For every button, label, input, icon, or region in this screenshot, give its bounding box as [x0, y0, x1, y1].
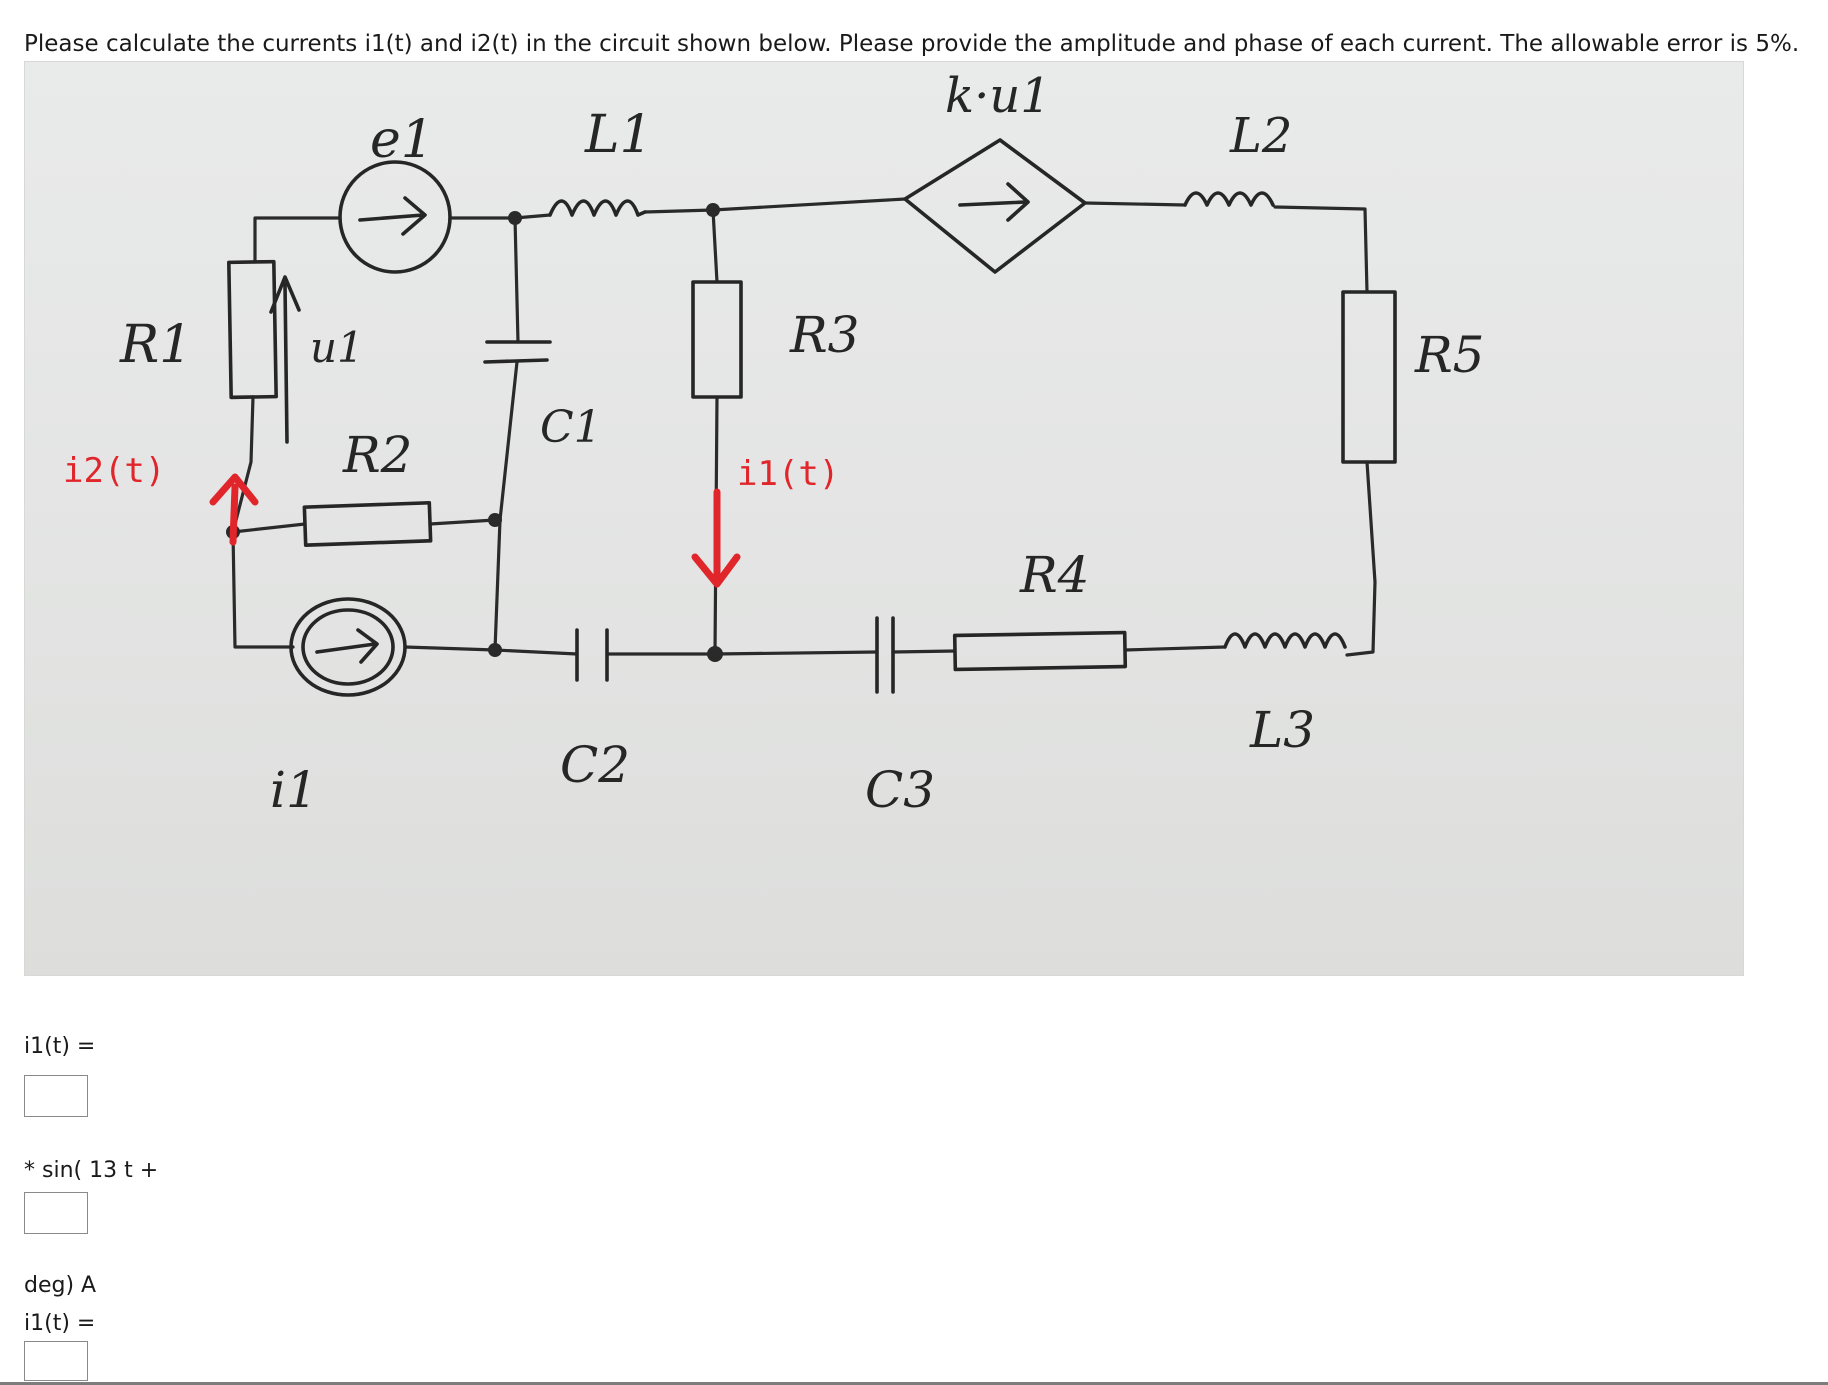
- l2-inductor-symbol: [1183, 191, 1275, 207]
- node-6: [707, 646, 723, 662]
- e1-source-symbol: [338, 160, 452, 274]
- answer-1-suffix-label: deg) A: [24, 1273, 97, 1298]
- answer-1-phase-input[interactable]: [24, 1192, 88, 1234]
- wire-bottom-node-c3: [713, 650, 879, 656]
- label-l2: L2: [1229, 108, 1292, 164]
- page-bottom-border: [0, 1382, 1828, 1385]
- c3-capacitor-symbol: [875, 616, 895, 694]
- label-e1: e1: [370, 110, 434, 170]
- wire-c1-upper: [513, 216, 520, 344]
- label-j1: i1: [270, 761, 318, 819]
- j1-current-source-symbol: [289, 597, 407, 697]
- r4-resistor-symbol: [952, 630, 1128, 672]
- circuit-figure: e1 L1 k·u1 L2 R1 u1 C1 R3 R5 R2 i2(t) i1…: [24, 61, 1744, 976]
- question-text: Please calculate the currents i1(t) and …: [24, 31, 1800, 57]
- i1-current-arrow: [691, 488, 741, 588]
- node-4: [488, 513, 502, 527]
- label-r3: R3: [789, 306, 859, 364]
- label-c1: C1: [540, 402, 602, 453]
- c1-capacitor-symbol: [483, 340, 552, 364]
- wire-r3-upper: [711, 208, 719, 284]
- label-u1: u1: [310, 323, 364, 372]
- label-c2: C2: [560, 736, 630, 794]
- ku1-dependent-source-symbol: [903, 138, 1087, 274]
- wire-right-lower: [1345, 460, 1377, 657]
- circuit-diagram: e1 L1 k·u1 L2 R1 u1 C1 R3 R5 R2 i2(t) i1…: [63, 68, 1484, 819]
- label-i1t: i1(t): [737, 454, 839, 494]
- l1-inductor-symbol: [548, 199, 647, 217]
- wire-bottom-c3-r4: [891, 649, 957, 654]
- wire-bottom-left-j1: [231, 530, 295, 649]
- label-r5: R5: [1414, 326, 1484, 384]
- r2-resistor-symbol: [302, 501, 433, 547]
- r3-resistor-symbol: [691, 280, 743, 399]
- label-i2t: i2(t): [63, 451, 165, 491]
- answer-1-amplitude-input[interactable]: [24, 1075, 88, 1117]
- node-2: [706, 203, 720, 217]
- r1-resistor-symbol: [227, 259, 278, 400]
- wire-top-e1-l1: [448, 213, 552, 220]
- wire-top-l2-right: [1273, 205, 1369, 294]
- wire-r1-lower: [231, 395, 255, 534]
- r5-resistor-symbol: [1341, 290, 1397, 464]
- label-l1: L1: [584, 105, 653, 165]
- label-l3: L3: [1249, 701, 1315, 759]
- wire-bottom-left: [493, 648, 579, 656]
- c2-capacitor-symbol: [575, 628, 609, 682]
- wire-top-left: [253, 216, 342, 264]
- i2-current-arrow: [209, 473, 259, 546]
- label-ku1: k·u1: [945, 68, 1051, 124]
- answer-2-amplitude-input[interactable]: [24, 1341, 88, 1381]
- l3-inductor-symbol: [1223, 632, 1347, 649]
- node-1: [508, 211, 522, 225]
- wire-top-l1-node: [643, 208, 715, 214]
- answer-1-mid-label: * sin( 13 t +: [24, 1158, 159, 1183]
- label-r2: R2: [342, 426, 412, 484]
- node-5: [488, 643, 502, 657]
- wire-bottom-j1-node: [403, 645, 497, 652]
- answer-1-prefix-label: i1(t) =: [24, 1034, 96, 1059]
- answer-2-prefix-label: i1(t) =: [24, 1311, 96, 1336]
- label-r4: R4: [1019, 546, 1089, 604]
- u1-voltage-arrow: [269, 275, 301, 444]
- wire-r2-left: [231, 522, 307, 534]
- wire-r2-right: [428, 518, 497, 526]
- wire-top-node-ku1: [711, 197, 907, 212]
- wire-c1-lower: [493, 360, 519, 652]
- wire-top-ku1-l2: [1083, 201, 1187, 207]
- label-r1: R1: [119, 315, 192, 375]
- label-c3: C3: [865, 761, 935, 819]
- wire-bottom-r4-l3: [1123, 645, 1227, 652]
